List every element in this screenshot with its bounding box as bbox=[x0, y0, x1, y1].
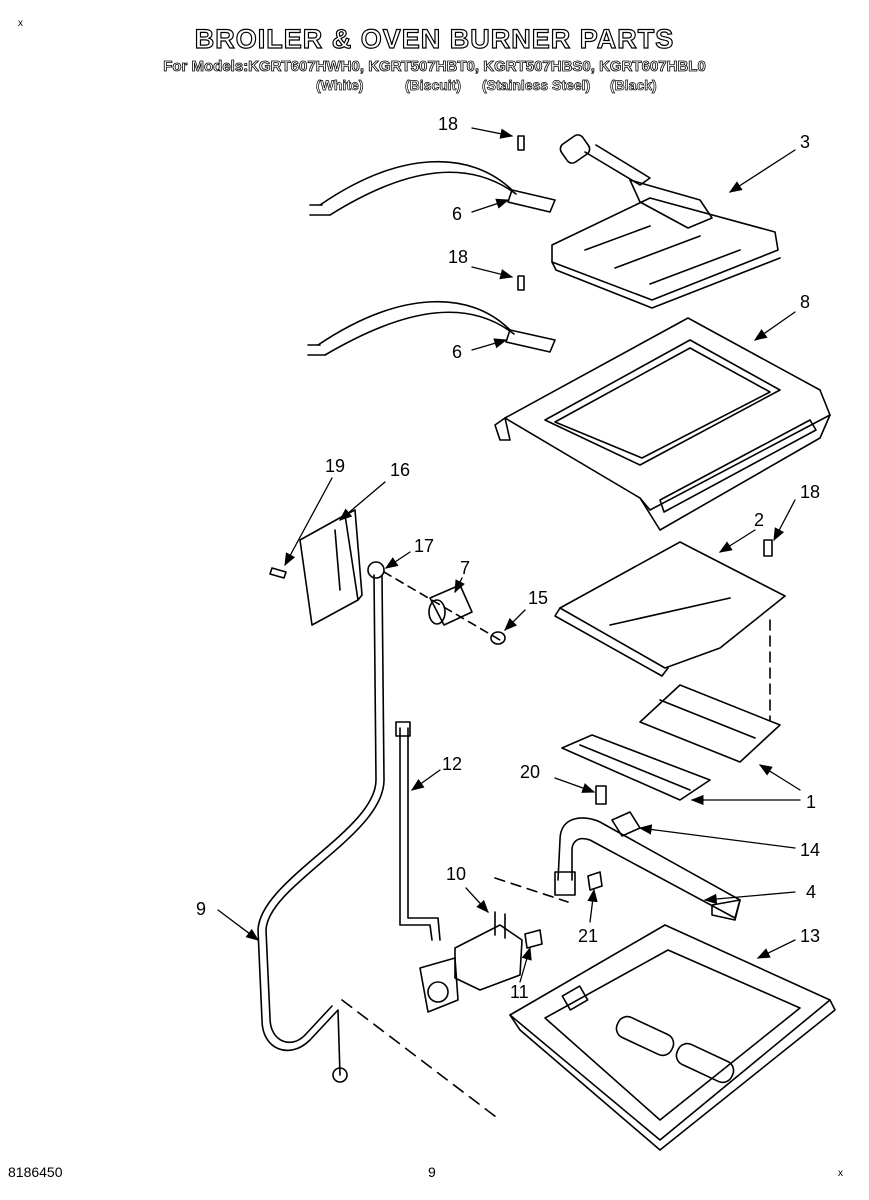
callout-20: 20 bbox=[520, 762, 540, 782]
callout-17: 17 bbox=[414, 536, 434, 556]
callout-14: 14 bbox=[800, 840, 820, 860]
callout-2: 2 bbox=[754, 510, 764, 530]
callout-6: 6 bbox=[452, 342, 462, 362]
leader-lines bbox=[217, 127, 801, 983]
page-title: BROILER & OVEN BURNER PARTS bbox=[194, 23, 675, 54]
nut-part bbox=[490, 631, 506, 645]
bracket-screw-part bbox=[595, 785, 607, 805]
alignment-line bbox=[341, 999, 501, 1121]
page-number: 9 bbox=[428, 1164, 436, 1180]
callout-11: 11 bbox=[510, 982, 529, 1002]
callout-numbers: 18 6 3 18 6 8 19 16 17 7 15 2 18 12 20 1… bbox=[196, 114, 820, 1002]
lower-igniter-part bbox=[307, 275, 556, 356]
short-tube-part bbox=[395, 721, 441, 941]
callout-6: 6 bbox=[452, 204, 462, 224]
callout-7: 7 bbox=[460, 558, 470, 578]
alignment-line bbox=[494, 877, 569, 903]
callout-18: 18 bbox=[800, 482, 820, 502]
callout-18: 18 bbox=[448, 247, 468, 267]
callout-10: 10 bbox=[446, 864, 466, 884]
document-number: 8186450 bbox=[8, 1164, 63, 1180]
air-shutter-part bbox=[428, 584, 473, 626]
callout-9: 9 bbox=[196, 899, 206, 919]
callout-1: 1 bbox=[806, 792, 816, 812]
upper-igniter-part bbox=[309, 135, 556, 216]
right-screw-part bbox=[763, 539, 773, 721]
corner-mark: x bbox=[18, 18, 23, 29]
callout-3: 3 bbox=[800, 132, 810, 152]
callout-13: 13 bbox=[800, 926, 820, 946]
gas-tube-part bbox=[257, 574, 385, 1083]
callout-16: 16 bbox=[390, 460, 410, 480]
orifice-fitting-part bbox=[367, 561, 501, 641]
callout-21: 21 bbox=[578, 926, 598, 946]
variant-black: (Black) bbox=[610, 77, 657, 94]
callout-12: 12 bbox=[442, 754, 462, 774]
burner-box-part bbox=[494, 317, 831, 531]
screw-part bbox=[269, 567, 287, 579]
broiler-burner-part bbox=[551, 134, 781, 309]
callout-4: 4 bbox=[806, 882, 816, 902]
variant-biscuit: (Biscuit) bbox=[405, 77, 462, 94]
callout-19: 19 bbox=[325, 456, 345, 476]
burner-bracket-part bbox=[561, 684, 781, 801]
deflector-plate-part bbox=[554, 541, 786, 677]
model-list: For Models:KGRT607HWH0, KGRT507HBT0, KGR… bbox=[163, 58, 706, 76]
callout-15: 15 bbox=[528, 588, 548, 608]
bracket-part bbox=[299, 509, 363, 626]
callout-18: 18 bbox=[438, 114, 458, 134]
callout-8: 8 bbox=[800, 292, 810, 312]
variant-stainless: (Stainless Steel) bbox=[482, 77, 591, 94]
safety-valve-part bbox=[419, 911, 523, 1013]
burner-pan-part bbox=[509, 924, 836, 1151]
oven-burner-part bbox=[554, 817, 741, 921]
burner-screw-part bbox=[587, 871, 603, 891]
variant-white: (White) bbox=[316, 77, 364, 94]
corner-mark: x bbox=[838, 1168, 843, 1179]
clip-part bbox=[611, 811, 641, 837]
valve-screw-part bbox=[524, 929, 543, 949]
